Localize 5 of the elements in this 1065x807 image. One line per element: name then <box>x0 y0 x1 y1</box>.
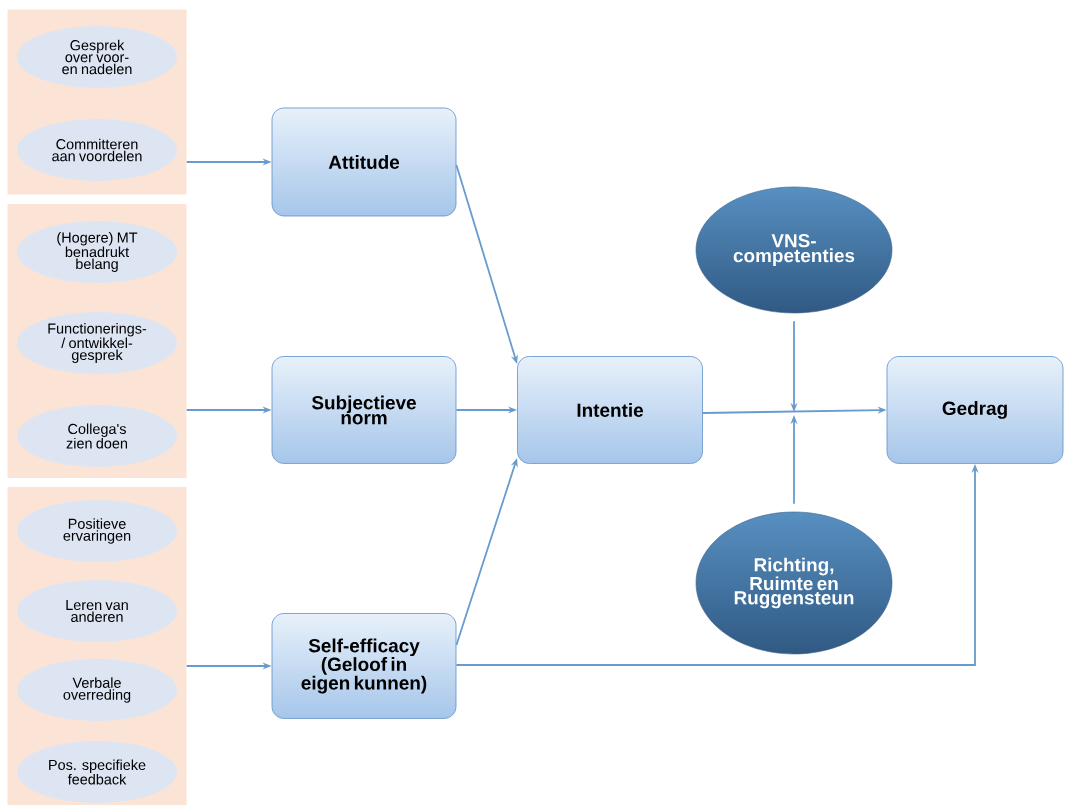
concept-box: Intentie <box>517 356 703 464</box>
concept-box: Gedrag <box>886 356 1064 464</box>
concept-box: Subjectieve norm <box>271 356 457 464</box>
concept-box: Self-efficacy (Geloof in eigen kunnen) <box>271 613 457 719</box>
concept-box: Attitude <box>271 107 457 217</box>
